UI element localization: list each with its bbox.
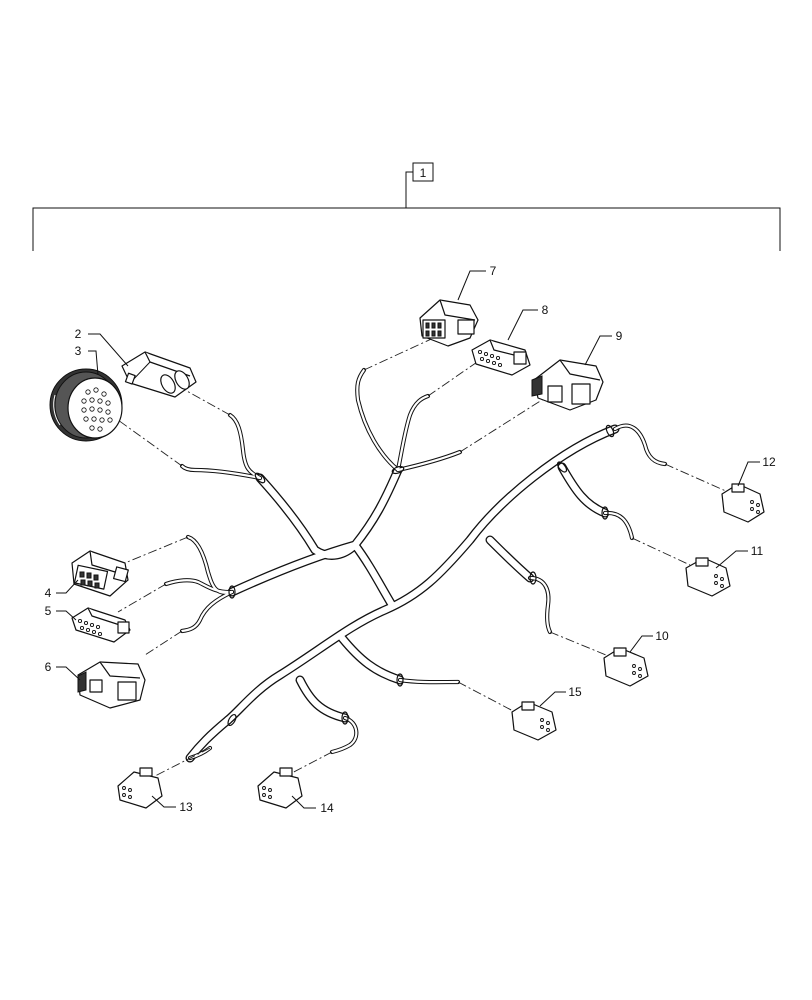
connector-10 <box>603 647 649 687</box>
callout-11: 11 <box>751 544 764 558</box>
callout-5: 5 <box>45 604 52 618</box>
assembly-bracket: 1 <box>32 162 781 251</box>
connector-9 <box>531 359 604 411</box>
callout-8: 8 <box>542 303 549 317</box>
alignment-lines <box>117 334 729 777</box>
callout-7: 7 <box>490 264 497 278</box>
connector-15 <box>511 701 557 741</box>
connector-8 <box>471 339 531 376</box>
connector-2-inline <box>121 351 197 398</box>
connector-13 <box>117 767 163 809</box>
wire-harness <box>163 367 668 763</box>
callout-labels: 2 3 4 5 6 7 8 9 10 11 12 13 14 15 <box>45 264 776 815</box>
callout-10: 10 <box>655 629 669 643</box>
callout-2: 2 <box>75 327 82 341</box>
callout-15: 15 <box>568 685 582 699</box>
callout-4: 4 <box>45 586 52 600</box>
connector-11 <box>685 557 731 597</box>
connector-5 <box>71 607 131 643</box>
callout-6: 6 <box>45 660 52 674</box>
connector-7 <box>419 299 479 347</box>
connector-4 <box>71 550 129 597</box>
callout-12: 12 <box>762 455 776 469</box>
callout-leaders <box>56 270 760 809</box>
connector-12 <box>721 483 765 523</box>
connector-14 <box>257 767 303 809</box>
callout-1: 1 <box>420 166 427 180</box>
connector-6 <box>77 661 146 709</box>
callout-14: 14 <box>320 801 334 815</box>
callout-9: 9 <box>616 329 623 343</box>
callout-13: 13 <box>179 800 193 814</box>
callout-3: 3 <box>75 344 82 358</box>
connector-3-circular <box>49 368 123 442</box>
